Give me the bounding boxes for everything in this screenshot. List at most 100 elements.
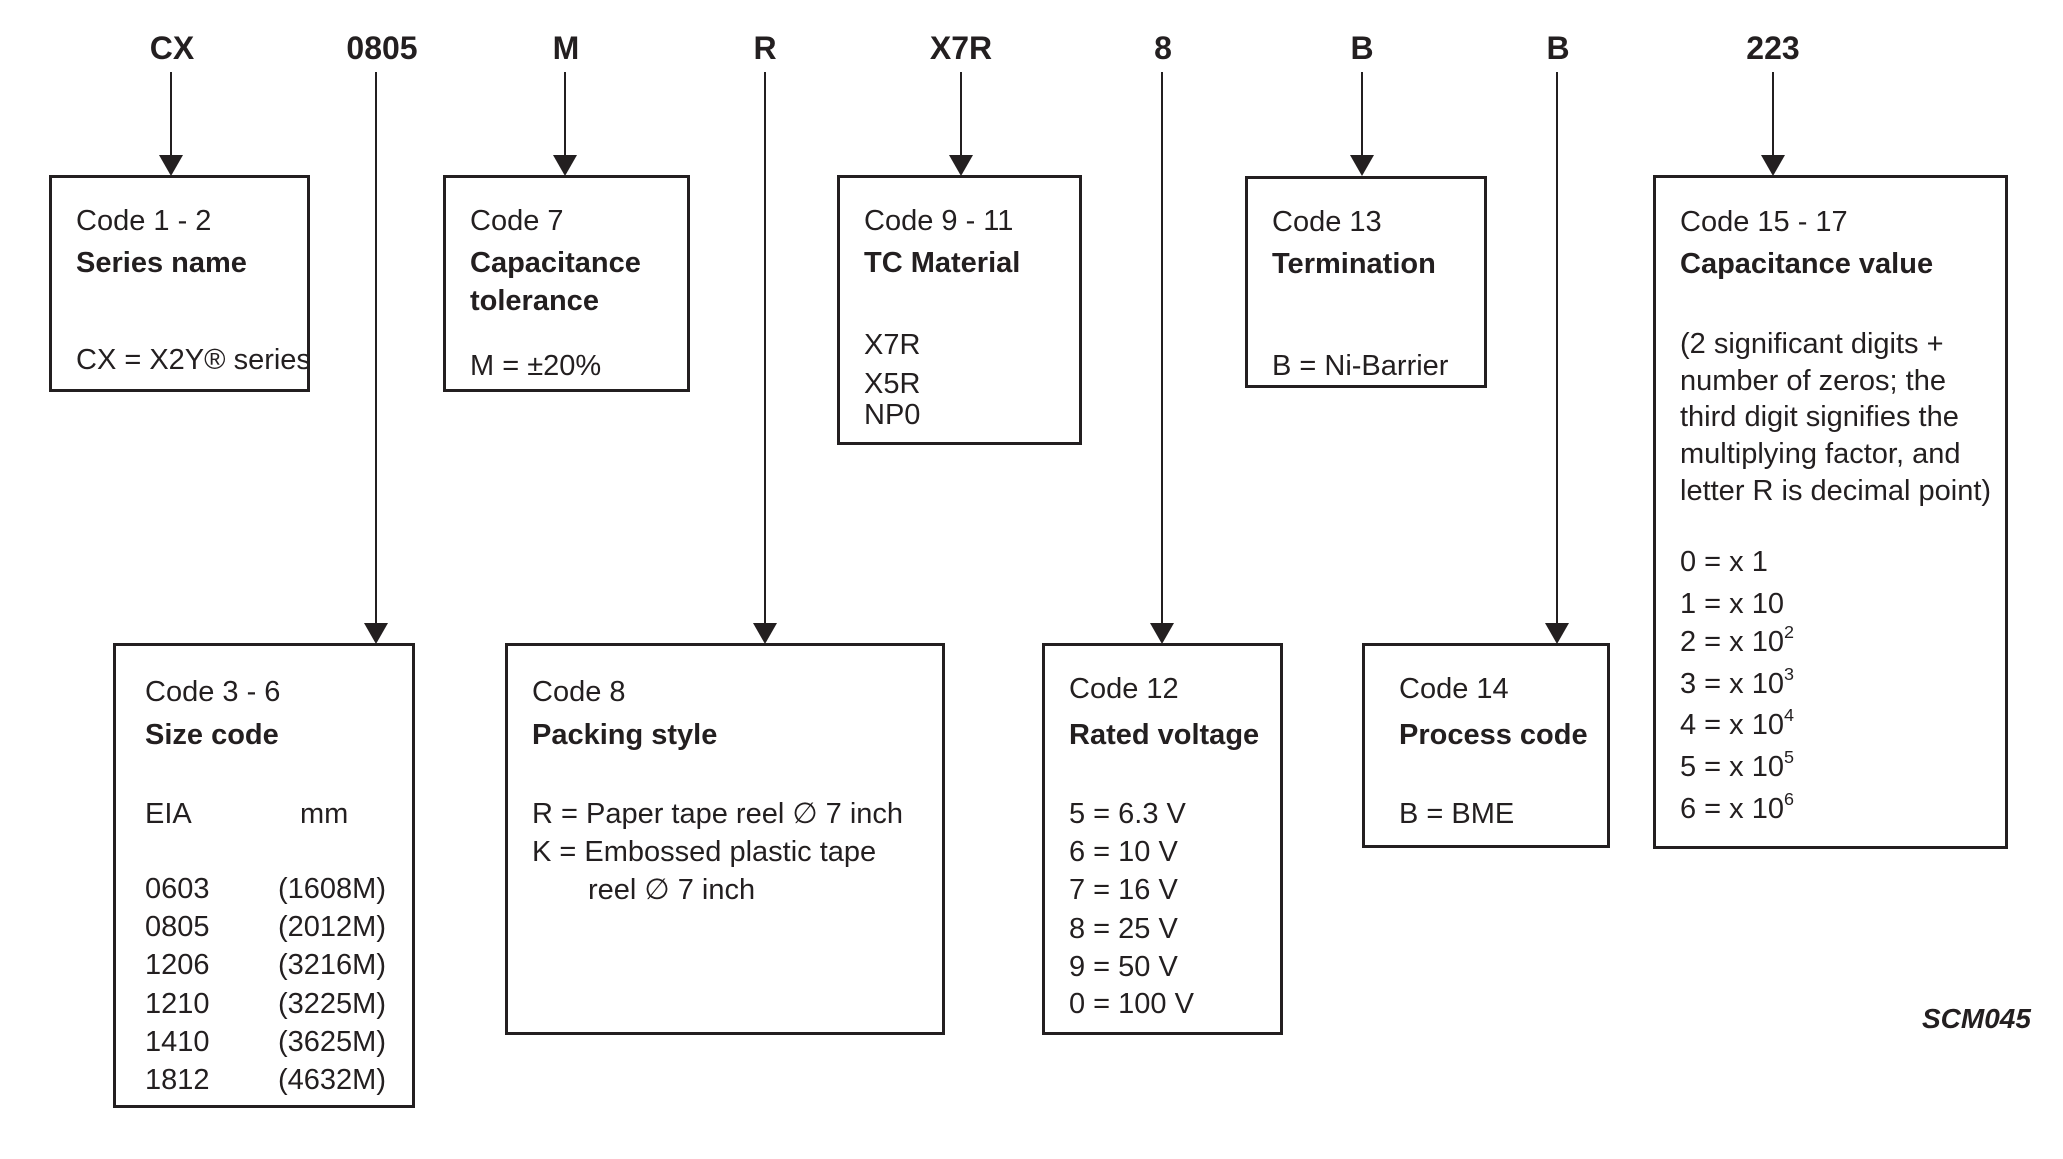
column-header-mm: mm — [300, 798, 349, 830]
mm-size: (1608M) — [278, 873, 386, 905]
multiplier-text: 4 = x 10 — [1680, 709, 1784, 741]
eia-code: 1210 — [145, 988, 210, 1020]
arrow-line-cx — [170, 72, 172, 155]
size-table-row: 0603 (1608M) — [145, 873, 386, 906]
box6-title: Size code — [145, 719, 279, 751]
arrowhead-r — [753, 623, 777, 644]
segment-label-cx: CX — [149, 30, 195, 66]
segment-label-223: 223 — [1746, 30, 1800, 66]
segment-label-b2: B — [1546, 30, 1570, 66]
mm-size: (3625M) — [278, 1026, 386, 1058]
segment-label-m: M — [552, 30, 580, 66]
size-table-row: 1210 (3225M) — [145, 988, 386, 1021]
arrowhead-8 — [1150, 623, 1174, 644]
size-table-row: 1410 (3625M) — [145, 1026, 386, 1059]
box-code-12: Code 12 Rated voltage 5 = 6.3 V 6 = 10 V… — [1042, 643, 1283, 1035]
box5-multiplier: 2 = x 102 — [1680, 623, 1794, 659]
box4-title: Termination — [1272, 248, 1436, 280]
box1-value: CX = X2Y® series — [76, 344, 311, 376]
box2-value: M = ±20% — [470, 350, 602, 382]
box8-code: Code 12 — [1069, 673, 1179, 705]
box7-code: Code 8 — [532, 676, 626, 708]
eia-code: 1410 — [145, 1026, 210, 1058]
box-code-8: Code 8 Packing style R = Paper tape reel… — [505, 643, 945, 1035]
box2-title-line2: tolerance — [470, 285, 599, 317]
arrowhead-b2 — [1545, 623, 1569, 644]
box9-value: B = BME — [1399, 798, 1515, 830]
box5-multiplier: 1 = x 10 — [1680, 588, 1784, 621]
multiplier-text: 6 = x 10 — [1680, 793, 1784, 825]
box6-table-header: EIA mm — [145, 798, 348, 831]
arrow-line-r — [764, 72, 766, 623]
box3-title: TC Material — [864, 247, 1021, 279]
box7-title: Packing style — [532, 719, 718, 751]
box-code-7: Code 7 Capacitance tolerance M = ±20% — [443, 175, 690, 392]
eia-code: 1206 — [145, 949, 210, 981]
arrowhead-223 — [1761, 155, 1785, 176]
mm-size: (3225M) — [278, 988, 386, 1020]
voltage-item: 0 = 100 V — [1069, 988, 1194, 1020]
box5-multiplier: 4 = x 104 — [1680, 706, 1794, 742]
arrow-line-b2 — [1556, 72, 1558, 623]
size-table-row: 1206 (3216M) — [145, 949, 386, 982]
box2-title-line1: Capacitance — [470, 247, 641, 279]
multiplier-text: 2 = x 10 — [1680, 626, 1784, 658]
box9-code: Code 14 — [1399, 673, 1509, 705]
voltage-item: 9 = 50 V — [1069, 951, 1178, 983]
box4-value: B = Ni-Barrier — [1272, 350, 1449, 382]
arrowhead-b1 — [1350, 155, 1374, 176]
box5-code: Code 15 - 17 — [1680, 206, 1848, 238]
multiplier-text: 1 = x 10 — [1680, 588, 1784, 620]
box4-code: Code 13 — [1272, 206, 1382, 238]
arrowhead-0805 — [364, 623, 388, 644]
eia-code: 1812 — [145, 1064, 210, 1096]
segment-label-r: R — [753, 30, 777, 66]
multiplier-exponent: 3 — [1784, 664, 1794, 685]
box5-note-line: number of zeros; the — [1680, 365, 1946, 397]
box5-multiplier: 0 = x 1 — [1680, 546, 1768, 579]
figure-reference-label: SCM045 — [1922, 1003, 2031, 1034]
box7-option-k-cont: reel ∅ 7 inch — [588, 874, 756, 906]
box-code-14: Code 14 Process code B = BME — [1362, 643, 1610, 848]
arrow-line-0805 — [375, 72, 377, 623]
box5-note-line: third digit signifies the — [1680, 401, 1959, 433]
multiplier-text: 3 = x 10 — [1680, 668, 1784, 700]
box-code-3-6: Code 3 - 6 Size code EIA mm 0603 (1608M) 0… — [113, 643, 415, 1108]
segment-label-8: 8 — [1154, 30, 1172, 66]
multiplier-exponent: 5 — [1784, 747, 1794, 768]
box6-code: Code 3 - 6 — [145, 676, 281, 708]
mm-size: (4632M) — [278, 1064, 386, 1096]
box3-item: X5R — [864, 368, 921, 400]
multiplier-exponent: 4 — [1784, 705, 1794, 726]
mm-size: (2012M) — [278, 911, 386, 943]
box3-code: Code 9 - 11 — [864, 205, 1014, 237]
eia-code: 0805 — [145, 911, 210, 943]
arrow-line-223 — [1772, 72, 1774, 155]
box-code-15-17: Code 15 - 17 Capacitance value (2 signif… — [1653, 175, 2008, 849]
box-code-9-11: Code 9 - 11 TC Material X7R X5R NP0 — [837, 175, 1082, 445]
box5-multiplier: 3 = x 103 — [1680, 665, 1794, 701]
multiplier-exponent: 6 — [1784, 789, 1794, 810]
box5-note-line: multiplying factor, and — [1680, 438, 1961, 470]
box5-note-line: (2 significant digits + — [1680, 328, 1944, 360]
box-code-1-2: Code 1 - 2 Series name CX = X2Y® series — [49, 175, 311, 392]
box5-title: Capacitance value — [1680, 248, 1934, 280]
box2-code: Code 7 — [470, 205, 564, 237]
box9-title: Process code — [1399, 719, 1588, 751]
mm-size: (3216M) — [278, 949, 386, 981]
eia-code: 0603 — [145, 873, 210, 905]
box1-title: Series name — [76, 247, 247, 279]
box5-multiplier: 5 = x 105 — [1680, 748, 1794, 784]
arrowhead-m — [553, 155, 577, 176]
box5-multiplier: 6 = x 106 — [1680, 790, 1794, 826]
segment-label-x7r: X7R — [929, 30, 993, 66]
arrowhead-cx — [159, 155, 183, 176]
box7-option-r: R = Paper tape reel ∅ 7 inch — [532, 798, 904, 830]
box-code-13: Code 13 Termination B = Ni-Barrier — [1245, 176, 1487, 388]
column-header-eia: EIA — [145, 798, 192, 830]
multiplier-text: 5 = x 10 — [1680, 751, 1784, 783]
arrow-line-8 — [1161, 72, 1163, 623]
size-table-row: 1812 (4632M) — [145, 1064, 386, 1097]
size-table-row: 0805 (2012M) — [145, 911, 386, 944]
